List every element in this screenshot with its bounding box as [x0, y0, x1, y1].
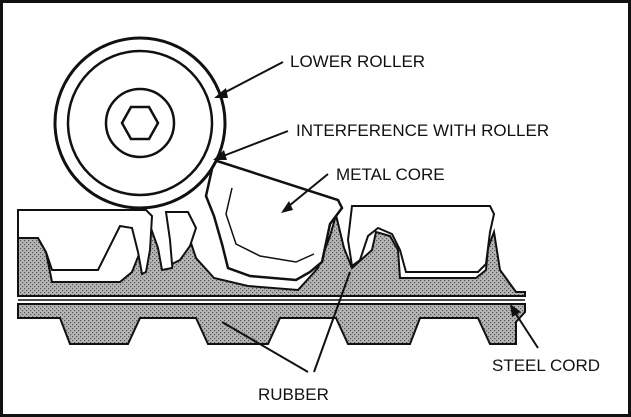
label-lower-roller: LOWER ROLLER: [290, 52, 425, 71]
label-interference: INTERFERENCE WITH ROLLER: [296, 121, 549, 140]
arrowhead-lower-roller: [214, 88, 228, 98]
leader-steel-cord: [511, 307, 539, 349]
arrowhead-interference: [213, 150, 227, 160]
leader-rubber-2: [313, 271, 351, 373]
leader-interference: [217, 130, 289, 159]
leader-lower-roller: [217, 61, 284, 97]
rubber-base-lower: [17, 303, 526, 345]
label-metal-core: METAL CORE: [336, 165, 445, 184]
metal-core-inner-edge: [225, 187, 315, 263]
leader-rubber-1: [221, 321, 309, 373]
leader-metal-core: [283, 173, 329, 211]
metal-core: [204, 158, 344, 282]
arrowhead-metal-core: [281, 201, 293, 213]
label-steel-cord: STEEL CORD: [492, 356, 600, 375]
label-rubber: RUBBER: [258, 385, 329, 404]
lower-roller: [53, 36, 227, 210]
track-link-right: [346, 205, 496, 273]
track-link-outline: [17, 209, 154, 276]
arrowhead-steel-cord: [510, 304, 521, 317]
hex-bolt-icon: [120, 105, 160, 141]
track-link-middle: [164, 211, 198, 266]
